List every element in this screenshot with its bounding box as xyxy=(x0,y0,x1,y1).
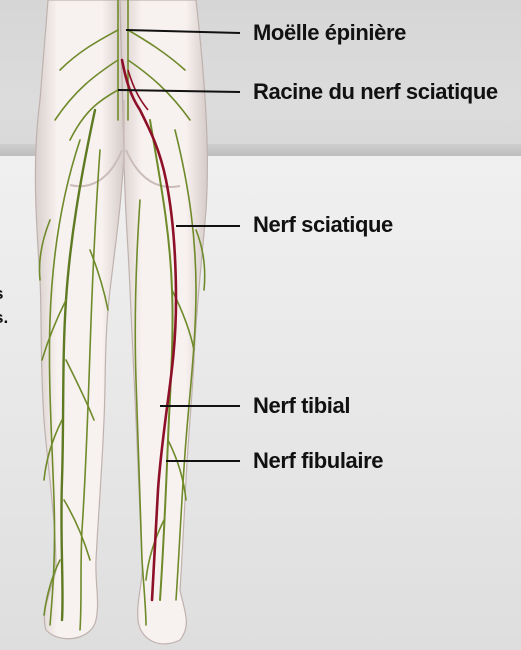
label-spinal-cord: Moëlle épinière xyxy=(253,20,406,46)
label-sciatic-root: Racine du nerf sciatique xyxy=(253,79,498,105)
cropped-side-text: s s. xyxy=(0,282,8,330)
label-fibular-nerve: Nerf fibulaire xyxy=(253,448,383,474)
label-tibial-nerve: Nerf tibial xyxy=(253,393,350,419)
label-sciatic-nerve: Nerf sciatique xyxy=(253,212,393,238)
